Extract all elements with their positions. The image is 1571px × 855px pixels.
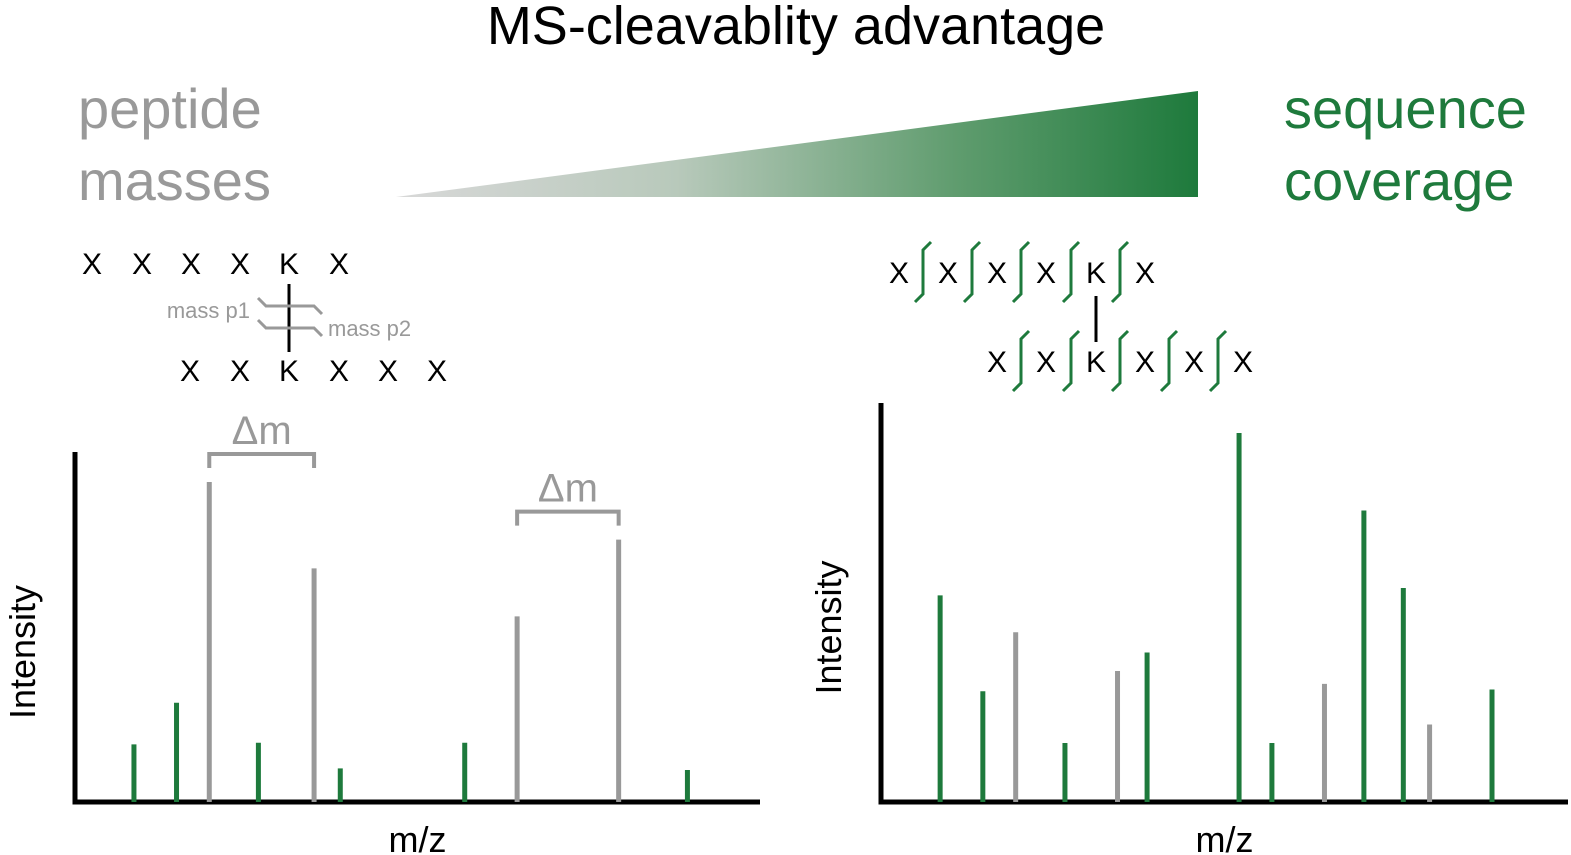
residue-bottom-2: X (1036, 346, 1056, 379)
y-axis-label: Intensity (2, 585, 43, 719)
mass-p2-label: mass p2 (328, 316, 411, 341)
sequence-coverage-label-line1: sequence (1284, 77, 1527, 140)
residue-top-3: X (181, 248, 201, 281)
fragmentation-mark-bottom-1 (1011, 329, 1031, 393)
delta-mass-bracket-2 (515, 509, 621, 526)
residue-top-2: X (132, 248, 152, 281)
residue-bottom-1: X (987, 346, 1007, 379)
residue-bottom-1: X (180, 355, 200, 388)
residue-top-6: X (1135, 257, 1155, 290)
residue-bottom-4: X (329, 355, 349, 388)
fragmentation-mark-top-1 (913, 240, 933, 304)
residue-bottom-4: X (1135, 346, 1155, 379)
residue-top-2: X (938, 257, 958, 290)
fragmentation-mark-top-2 (962, 240, 982, 304)
cleavage-mark-upper (256, 296, 324, 316)
residue-bottom-6: X (427, 355, 447, 388)
x-axis-label: m/z (1196, 819, 1254, 855)
residue-bottom-2: X (230, 355, 250, 388)
mass-p1-label: mass p1 (167, 298, 250, 323)
axes (878, 403, 1568, 805)
residue-bottom-6: X (1233, 346, 1253, 379)
fragmentation-mark-bottom-5 (1208, 329, 1228, 393)
right-spectrum-chart: m/z Intensity (808, 403, 1568, 855)
residue-bottom-5: X (1184, 346, 1204, 379)
fragmentation-mark-top-5 (1110, 240, 1130, 304)
delta-mass-label-1: Δm (232, 409, 292, 453)
residue-top-5: K (1086, 257, 1106, 290)
peptide-masses-label-line1: peptide (78, 77, 262, 140)
delta-mass-label-2: Δm (538, 467, 598, 511)
residue-top-4: X (230, 248, 250, 281)
residue-top-5: K (279, 248, 299, 281)
delta-mass-bracket-1 (207, 452, 317, 468)
advantage-gradient-wedge (396, 91, 1198, 197)
residue-bottom-3: K (279, 355, 299, 388)
residue-top-1: X (82, 248, 102, 281)
residue-top-6: X (329, 248, 349, 281)
peptide-masses-label-line2: masses (78, 149, 271, 212)
cleavage-mark-lower (256, 318, 324, 338)
residue-bottom-3: K (1086, 346, 1106, 379)
y-axis-label: Intensity (808, 560, 849, 694)
fragmentation-mark-top-3 (1011, 240, 1031, 304)
residue-top-3: X (987, 257, 1007, 290)
fragmentation-mark-bottom-3 (1110, 329, 1130, 393)
residue-top-4: X (1036, 257, 1056, 290)
fragmentation-mark-bottom-4 (1159, 329, 1179, 393)
axes (72, 452, 760, 805)
figure-title: MS-cleavablity advantage (487, 0, 1105, 56)
x-axis-label: m/z (389, 819, 447, 855)
residue-top-1: X (889, 257, 909, 290)
fragmentation-mark-top-4 (1061, 240, 1081, 304)
residue-bottom-5: X (378, 355, 398, 388)
sequence-coverage-label-line2: coverage (1284, 149, 1514, 212)
fragmentation-mark-bottom-2 (1061, 329, 1081, 393)
